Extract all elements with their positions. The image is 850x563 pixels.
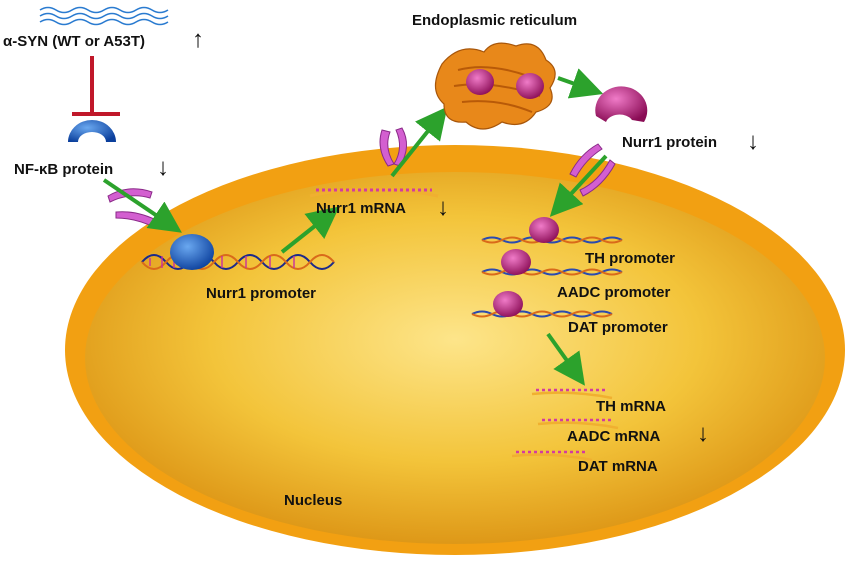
th-promoter-label: TH promoter [585,250,675,267]
nucleus-inner [85,172,825,544]
nuclear-pore-middle-icon [379,127,407,167]
asyn-trend-up-icon: ↑ [192,26,204,53]
arrow-into-nucleus [102,178,182,233]
asyn-mrna-icon [39,6,169,26]
nucleus-label: Nucleus [284,492,343,509]
nurr1-bound-aadc-icon [501,249,531,275]
nurr1-er-protein-icon [466,69,494,95]
nurr1-er-protein-2-icon [516,73,544,99]
arrow-protein-into-nucleus [549,154,608,217]
nfkb-label: NF-κB protein [14,161,114,178]
asyn-label: α-SYN (WT or A53T) [3,33,145,50]
target-mrna-strands-icon [511,388,619,462]
nurr1-mrna-label: Nurr1 mRNA [316,200,407,217]
nurr1-mrna-trend-down-icon: ↓ [437,194,449,221]
nuclear-pore-left-icon [107,188,161,229]
nurr1-promoter-label: Nurr1 promoter [206,285,317,302]
target-mrna-trend-down-icon: ↓ [697,420,709,447]
promoter-dna-strands-icon [471,236,623,318]
aadc-promoter-label: AADC promoter [557,284,671,301]
er-label: Endoplasmic reticulum [412,12,578,29]
dat-mrna-label: DAT mRNA [578,458,658,475]
nurr1-protein-icon [595,86,648,122]
nfkb-protein-icon [68,120,116,142]
aadc-mrna-label: AADC mRNA [567,428,661,445]
nurr1-mrna-icon [309,187,439,198]
nfkb-trend-down-icon: ↓ [157,154,169,181]
nurr1-bound-dat-icon [493,291,523,317]
nurr1-protein-trend-down-icon: ↓ [747,128,759,155]
th-mrna-label: TH mRNA [596,398,666,415]
nfkb-bound-icon [170,234,214,270]
dat-promoter-label: DAT promoter [568,319,668,336]
nuclear-pore-right-icon [569,143,616,197]
nurr1-protein-label: Nurr1 protein [622,134,718,151]
arrow-promoter-to-mrna [280,206,340,254]
nurr1-bound-th-icon [529,217,559,243]
arrow-er-to-protein [557,68,604,99]
arrow-promoters-to-mrnas [546,332,585,386]
arrow-mrna-to-er [390,106,448,178]
inhibition-icon [72,56,120,116]
